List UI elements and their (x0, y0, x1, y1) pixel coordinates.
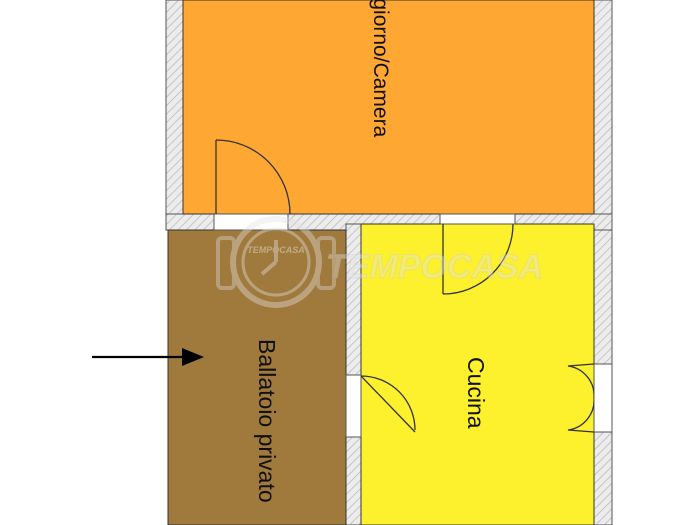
opening-soggiorno-cucina (439, 213, 516, 225)
door-cucina-left (361, 375, 416, 433)
wall-openings (213, 213, 613, 438)
opening-ballatoio-cucina (345, 374, 362, 438)
room-ballatoio (167, 229, 347, 525)
watermark-brand-text: TEMPOCASA (326, 248, 543, 286)
door-swings (215, 139, 594, 433)
room-cucina (360, 223, 595, 525)
label-soggiorno: Soggiorno/Camera (369, 0, 392, 138)
left-wall-upper (165, 0, 184, 231)
opening-soggiorno-ballatoio (213, 213, 289, 231)
watermark-clock-icon: TEMPOCASA (216, 216, 336, 308)
door-cucina-top (442, 224, 514, 295)
door-cucina-right-double (567, 363, 594, 433)
entrance-arrow-icon (92, 348, 204, 366)
opening-cucina-right (593, 363, 613, 433)
room-soggiorno (182, 0, 595, 215)
label-cucina: Cucina (463, 357, 489, 429)
label-ballatoio: Ballatoio privato (254, 339, 280, 503)
tempocasa-watermark: TEMPOCASA TEMPOCASA (216, 216, 544, 308)
svg-text:TEMPOCASA: TEMPOCASA (247, 245, 305, 255)
door-soggiorno (215, 139, 291, 214)
right-wall (593, 0, 613, 525)
